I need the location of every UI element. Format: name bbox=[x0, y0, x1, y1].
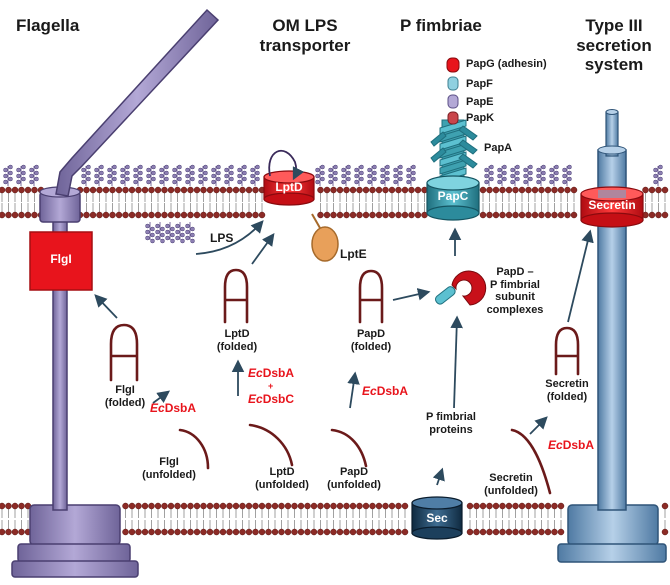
header-om-lps-transporter: OM LPS transporter bbox=[259, 16, 351, 55]
flgi-dsba-label: EcDsbA bbox=[150, 401, 197, 415]
papd-folded-label: PapD (folded) bbox=[350, 328, 392, 353]
header-type-iii-secretion-system: Type III secretion system bbox=[576, 16, 652, 75]
papd-unfolded-chain bbox=[330, 428, 368, 468]
papc-barrel-label: PapC bbox=[437, 189, 469, 203]
papd-folded-hairpin bbox=[358, 269, 384, 324]
lptd-barrel bbox=[263, 150, 315, 206]
papd-chaperone-complex bbox=[434, 270, 487, 306]
sec-label: Sec bbox=[426, 511, 448, 525]
t3ss-structure bbox=[557, 109, 667, 563]
pape-label: PapE bbox=[466, 96, 494, 108]
pilus-tip-subunits bbox=[446, 57, 460, 125]
papc-barrel bbox=[426, 175, 480, 221]
papa-label: PapA bbox=[484, 142, 513, 154]
papa-pilus-rod bbox=[430, 119, 478, 183]
lptd-to-barrel-arrow bbox=[251, 232, 275, 265]
fimbrial-proteins-to-complex-arrow bbox=[450, 315, 463, 409]
secretin-unfolded-to-folded-arrow bbox=[529, 416, 548, 435]
flgi-folded-hairpin bbox=[109, 323, 139, 382]
flgi-folded-label: FlgI (folded) bbox=[104, 384, 146, 409]
secretin-dsba-label: EcDsbA bbox=[548, 438, 595, 452]
papd-to-complex-arrow bbox=[392, 288, 431, 301]
flgi-unfolded-chain bbox=[178, 428, 210, 470]
papk-label: PapK bbox=[466, 112, 495, 124]
flgi-to-box-arrow bbox=[94, 294, 118, 319]
p-fimbrial-proteins-label: P fimbrial proteins bbox=[426, 411, 476, 436]
lpte-label: LptE bbox=[340, 247, 367, 261]
lptd-unfolded-chain bbox=[248, 423, 294, 467]
header-p-fimbriae: P fimbriae bbox=[400, 16, 482, 35]
lps-label: LPS bbox=[210, 231, 234, 245]
outer-membrane bbox=[0, 186, 669, 219]
secretin-barrel bbox=[580, 186, 644, 228]
flagella-structure bbox=[11, 8, 220, 578]
lptd-barrel-label: LptD bbox=[275, 180, 303, 194]
papg-label: PapG (adhesin) bbox=[466, 58, 547, 70]
header-flagella: Flagella bbox=[16, 16, 80, 35]
flgi-unfolded-label: FlgI (unfolded) bbox=[142, 456, 196, 481]
lps-layer bbox=[3, 164, 663, 244]
flgi-box bbox=[29, 231, 93, 291]
lpte-lipoprotein bbox=[311, 213, 339, 262]
papd-complexes-label: PapD – P fimbrial subunit complexes bbox=[486, 266, 544, 316]
secretin-unfolded-chain bbox=[510, 428, 552, 495]
lptd-unfolded-label: LptD (unfolded) bbox=[255, 466, 309, 491]
secretin-folded-label: Secretin (folded) bbox=[545, 378, 589, 403]
flgi-box-label: FlgI bbox=[50, 252, 72, 266]
papd-unfolded-label: PapD (unfolded) bbox=[327, 466, 381, 491]
secretin-folded-hairpin bbox=[554, 326, 580, 376]
lptd-folded-label: LptD (folded) bbox=[216, 328, 258, 353]
papf-label: PapF bbox=[466, 78, 493, 90]
papd-unfolded-to-folded-arrow bbox=[347, 371, 360, 409]
secretin-unfolded-label: Secretin (unfolded) bbox=[484, 472, 538, 497]
sec-to-fimbrial-proteins-arrow bbox=[432, 467, 445, 486]
sec-translocon bbox=[411, 496, 463, 540]
secretin-barrel-label: Secretin bbox=[588, 198, 636, 212]
secretin-to-barrel-arrow bbox=[567, 229, 594, 323]
lptd-dsbc-label: EcDsbC bbox=[248, 392, 295, 406]
lptd-folded-hairpin bbox=[223, 268, 249, 324]
lps-arrow bbox=[195, 220, 264, 255]
inner-membrane bbox=[0, 502, 669, 536]
papd-dsba-label: EcDsbA bbox=[362, 384, 409, 398]
lptd-plus-sign: + bbox=[268, 381, 274, 391]
flgi-unfolded-to-folded-arrow bbox=[152, 390, 171, 404]
lptd-dsba-label: EcDsbA bbox=[248, 366, 295, 380]
